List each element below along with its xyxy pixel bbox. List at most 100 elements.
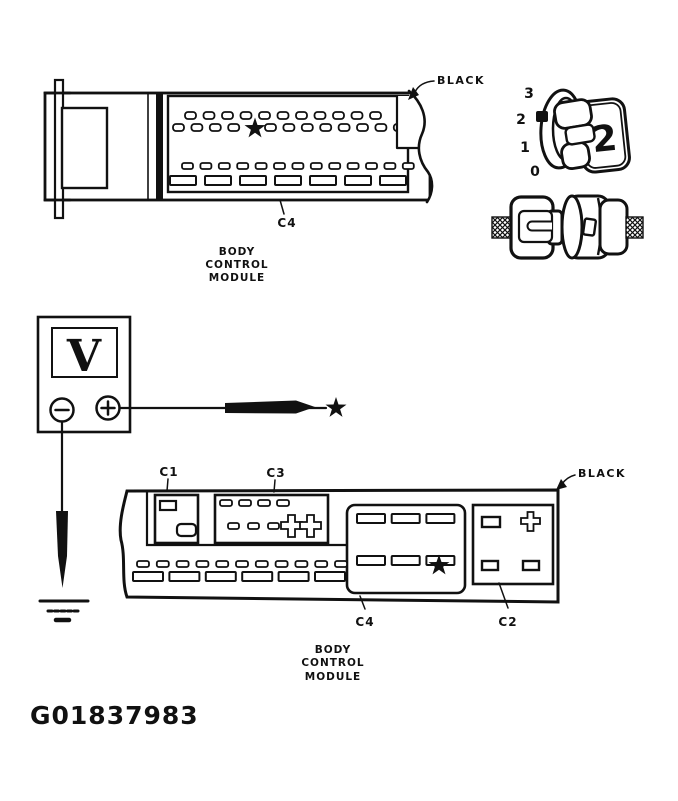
connector-pin [264,123,277,132]
connector-pin [172,123,185,132]
connector-pin [337,123,351,132]
caption-line: CONTROL [301,657,364,669]
key-blade-tab [564,123,596,146]
connector-pin [239,111,253,120]
connector-slot [132,571,164,582]
plus-icon [100,400,116,416]
ignition-key-diagram: 3 2 1 0 2 [491,86,644,260]
connector-pin [309,162,323,170]
cross-cavity-icon [280,514,303,538]
connector-slot [241,571,274,582]
connector-slot [309,175,337,186]
connector-pin [328,162,342,170]
connector-pin [217,162,231,170]
key-position-number: 2 [590,118,619,161]
c4-slot-row [356,513,456,524]
shelf-outline [145,490,349,547]
c1-label: C1 [159,465,178,479]
connector-pin [276,499,290,507]
terminal-fork [526,220,552,232]
arrowhead-icon [556,479,567,490]
connector-pin [257,499,271,507]
connector-pin [202,111,216,120]
break-edge-mask [409,91,448,202]
slot-row [132,571,346,582]
connector-pin [175,560,190,568]
connector-slot [390,555,421,566]
connector-slot [168,571,201,582]
terminal-row-upper [184,111,382,120]
connector-pin [190,123,204,132]
c2-leader-line [498,582,509,609]
connector-pin [236,162,250,170]
connector-barrel-face [560,194,584,260]
arrowhead-icon [408,87,419,100]
black-label: BLACK [578,467,626,480]
ignition-position-3: 3 [524,86,534,102]
connector-pin [258,111,271,120]
connector-slot [379,175,407,186]
caption-line: MODULE [305,671,361,683]
connector-slot [277,571,310,582]
connector-pin [184,111,197,120]
connector-pin [247,522,260,530]
divider-bar [156,93,163,200]
c4-leader-line [279,199,285,215]
connector-pin [350,111,364,120]
ignition-position-2: 2 [516,112,526,128]
caption-line: BODY [315,644,351,656]
slot-row [169,175,407,186]
latch-window [60,106,109,190]
connector-pin [227,522,240,530]
c4-leader-line [359,595,366,610]
inline-connector-pair [491,194,644,260]
break-edge [407,89,434,204]
caption-line: CONTROL [205,259,268,271]
connector-pin [181,162,194,170]
c1-leader-line [166,478,169,492]
connector-pin [282,123,296,132]
ignition-position-1: 1 [520,140,530,156]
connector-pin [332,111,345,120]
connector-pin [334,560,348,568]
connector-slot [204,571,237,582]
bottom-connector-diagram: C1 C3 C4 C2 BLACK BODY CONTROL MODULE [118,465,626,683]
c4-label: C4 [355,615,374,629]
connector-pin [199,162,213,170]
connector-pin [295,111,308,120]
voltmeter-v-label: V [66,331,102,382]
wire-stub-right [625,216,644,239]
connector-pin [369,111,382,120]
c2-cavity [480,515,502,529]
connector-pin [401,162,415,170]
connector-pin [294,560,309,568]
c1-cavity [158,499,178,512]
connector-pin [221,111,234,120]
c1-cavity [175,522,198,538]
voltmeter-diagram: V [36,315,347,623]
connector-pin [346,162,360,170]
connector-slot [204,175,232,186]
connector-pin [238,499,252,507]
c2-label: C2 [498,615,517,629]
figure-id: G01837983 [30,701,199,730]
negative-probe [56,511,68,588]
body-edge-over-latch [43,91,72,202]
top-connector-diagram: C4 BLACK BODY CONTROL MODULE [43,74,484,284]
cross-cavity-icon [520,511,541,532]
connector-pin [235,560,249,568]
voltmeter-display [51,327,118,378]
c3-terminal-row [227,522,280,530]
caption-line: BODY [219,246,255,258]
black-leader-line [414,80,435,93]
key-cut-lower [560,140,591,170]
caption-line: MODULE [209,272,265,284]
terminal-row [136,560,348,568]
connector-pin [195,560,210,568]
position-indicator [536,111,548,122]
connector-slot [390,513,421,524]
connector-pin [208,123,222,132]
c2-cavity [521,559,541,572]
